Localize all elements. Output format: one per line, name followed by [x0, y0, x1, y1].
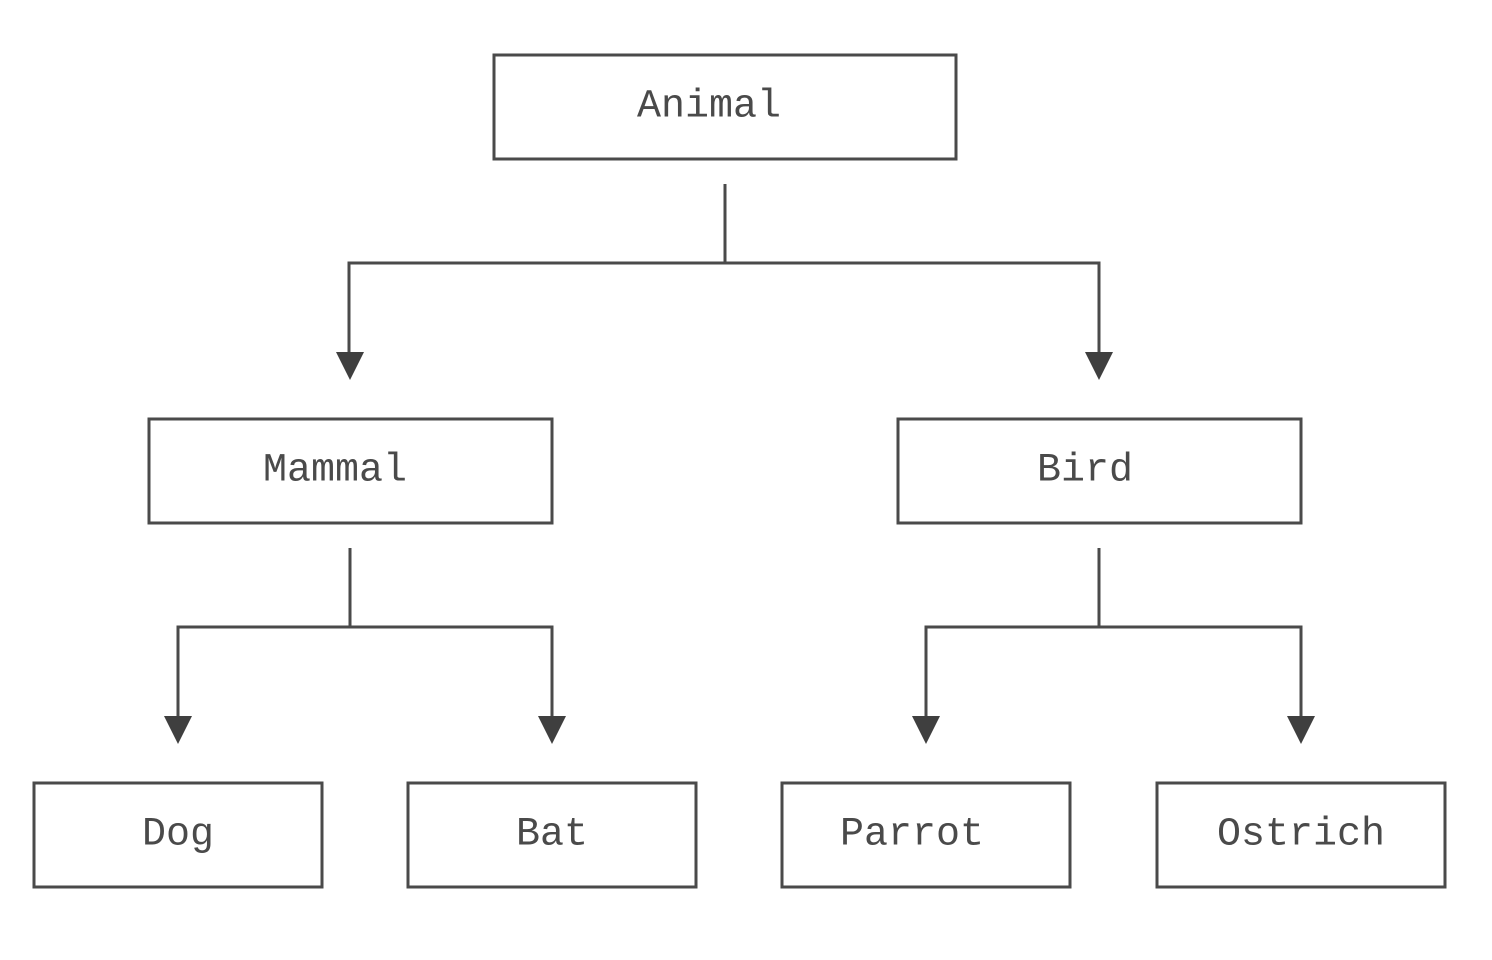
- node-bat-label: Bat: [516, 813, 588, 858]
- arrow-to-dog: [164, 716, 192, 744]
- node-dog: Dog: [32, 781, 324, 889]
- node-mammal: Mammal: [147, 417, 554, 525]
- edge-group-bird: [912, 548, 1315, 744]
- node-parrot-box: [780, 781, 1072, 889]
- node-mammal-box: [147, 417, 554, 525]
- edge-animal-to-mammal: [347, 261, 725, 352]
- edge-bird-to-ostrich: [1099, 625, 1303, 716]
- node-bat: Bat: [406, 781, 698, 889]
- node-bird-label: Bird: [1037, 449, 1133, 494]
- node-animal: Animal: [492, 53, 958, 161]
- node-animal-box: [492, 53, 958, 161]
- arrow-to-bird: [1085, 352, 1113, 380]
- edge-bird-to-parrot: [924, 625, 1099, 716]
- arrow-to-mammal: [336, 352, 364, 380]
- arrow-to-parrot: [912, 716, 940, 744]
- arrow-to-ostrich: [1287, 716, 1315, 744]
- edge-animal-to-bird: [725, 261, 1101, 352]
- edge-group-animal: [336, 184, 1113, 380]
- edge-group-mammal: [164, 548, 566, 744]
- node-parrot: Parrot: [780, 781, 1072, 889]
- node-ostrich: Ostrich: [1155, 781, 1447, 889]
- node-ostrich-label: Ostrich: [1217, 813, 1385, 858]
- node-bird-box: [896, 417, 1303, 525]
- node-bird: Bird: [896, 417, 1303, 525]
- arrow-to-bat: [538, 716, 566, 744]
- node-parrot-label: Parrot: [840, 813, 984, 858]
- edge-mammal-to-dog: [176, 625, 350, 716]
- node-dog-label: Dog: [142, 813, 214, 858]
- node-ostrich-box: [1155, 781, 1447, 889]
- node-mammal-label: Mammal: [263, 449, 407, 494]
- node-dog-box: [32, 781, 324, 889]
- node-animal-label: Animal: [637, 85, 781, 130]
- node-bat-box: [406, 781, 698, 889]
- edge-mammal-to-bat: [350, 625, 554, 716]
